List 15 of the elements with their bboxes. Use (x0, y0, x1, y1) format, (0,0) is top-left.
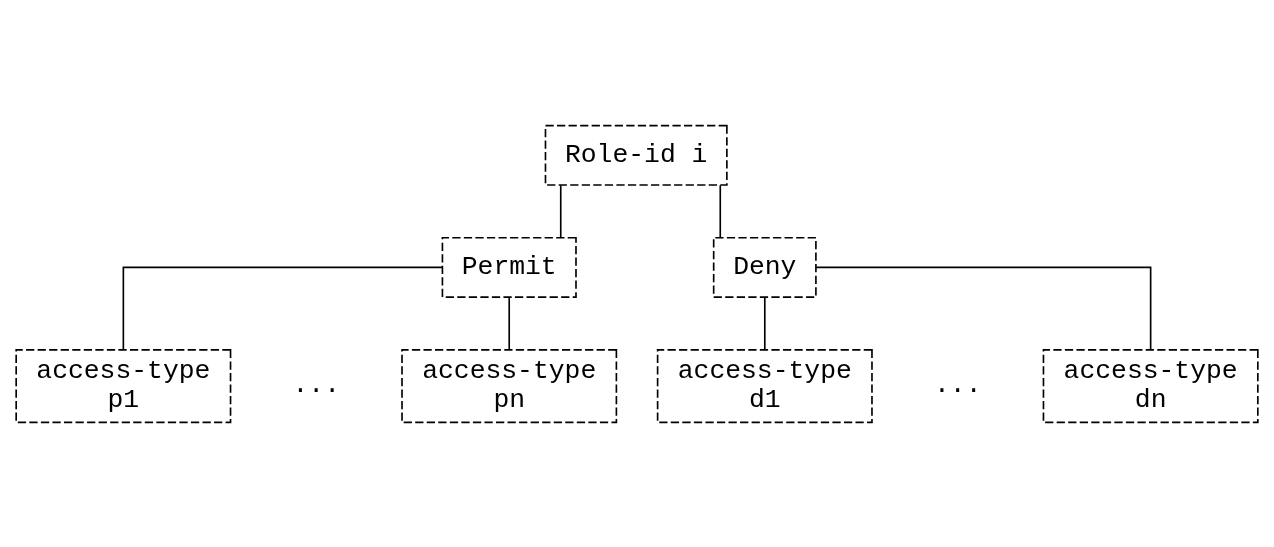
connector (559, 184, 562, 238)
connector (508, 296, 511, 351)
node-box: Permit (441, 236, 577, 298)
connector (815, 266, 1152, 350)
connector (719, 184, 722, 238)
node-box: access-type d1 (656, 348, 873, 423)
node-box: Deny (712, 236, 817, 298)
node-box: access-type dn (1042, 348, 1259, 423)
node-box: Role-id i (544, 124, 728, 186)
node-box: access-type pn (401, 348, 618, 423)
connector (122, 266, 443, 350)
connector (763, 296, 766, 351)
label: ... (933, 369, 982, 400)
node-box: access-type p1 (15, 348, 232, 423)
label: ... (292, 369, 341, 400)
